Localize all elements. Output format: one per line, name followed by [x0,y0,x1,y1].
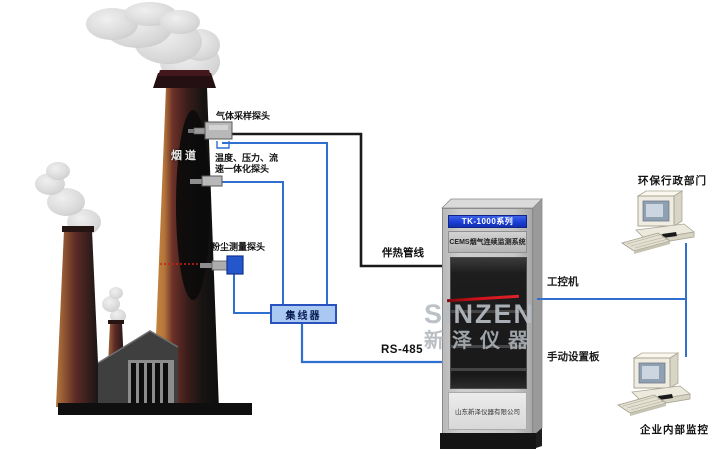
cabinet-base [440,433,536,449]
env-dept-computer [620,186,708,271]
manual-panel-label: 手动设置板 [547,351,600,363]
temp-probe-signal-line [222,181,284,305]
computer-icon [621,190,695,254]
hub-box: 集线器 [270,304,337,324]
cabinet-series-banner: TK-1000系列 [448,215,527,228]
cabinet-screen [450,257,527,389]
flue-label: 烟道 [171,150,199,162]
dust-probe-label: 粉尘测量探头 [211,242,266,252]
smoke-left-stack [35,162,101,235]
cabinet-company-plate: 山东新泽仪器有限公司 [448,392,527,430]
gas-sampling-probe [188,121,233,149]
cabinet-separator [451,368,526,371]
gas-probe-signal-line [222,142,328,305]
left-chimney [56,226,100,407]
dust-measurement-probe [200,255,244,275]
factory-building [97,330,179,407]
temp-probe-label-line2: 速一体化探头 [215,164,270,174]
rs485-label: RS-485 [381,344,423,356]
main-chimney [153,70,219,410]
enterprise-computer [616,348,704,433]
cabinet-3d-faces [441,198,543,449]
temp-probe-label-line1: 温度、压力、流 [215,153,279,163]
rs485-line [300,323,443,364]
cabinet-system-panel: CEMS烟气连续监测系统 [448,231,527,253]
env-dept-label: 环保行政部门 [638,175,707,187]
temp-pressure-flow-probe [190,175,223,187]
ground [58,403,252,415]
heated-pipe-label: 伴热管线 [382,247,424,259]
cabinet-separator [451,310,526,313]
enterprise-label: 企业内部监控 [640,424,708,436]
ipc-label: 工控机 [547,276,579,288]
cabinet-separator [451,345,526,348]
smoke-small-stack [102,287,126,323]
gas-probe-label: 气体采样探头 [216,111,271,121]
heated-pipe-line [232,132,442,268]
temp-probe-label: 温度、压力、流 速一体化探头 [215,153,278,175]
computer-icon [617,352,691,416]
dust-probe-signal-line [233,272,271,314]
